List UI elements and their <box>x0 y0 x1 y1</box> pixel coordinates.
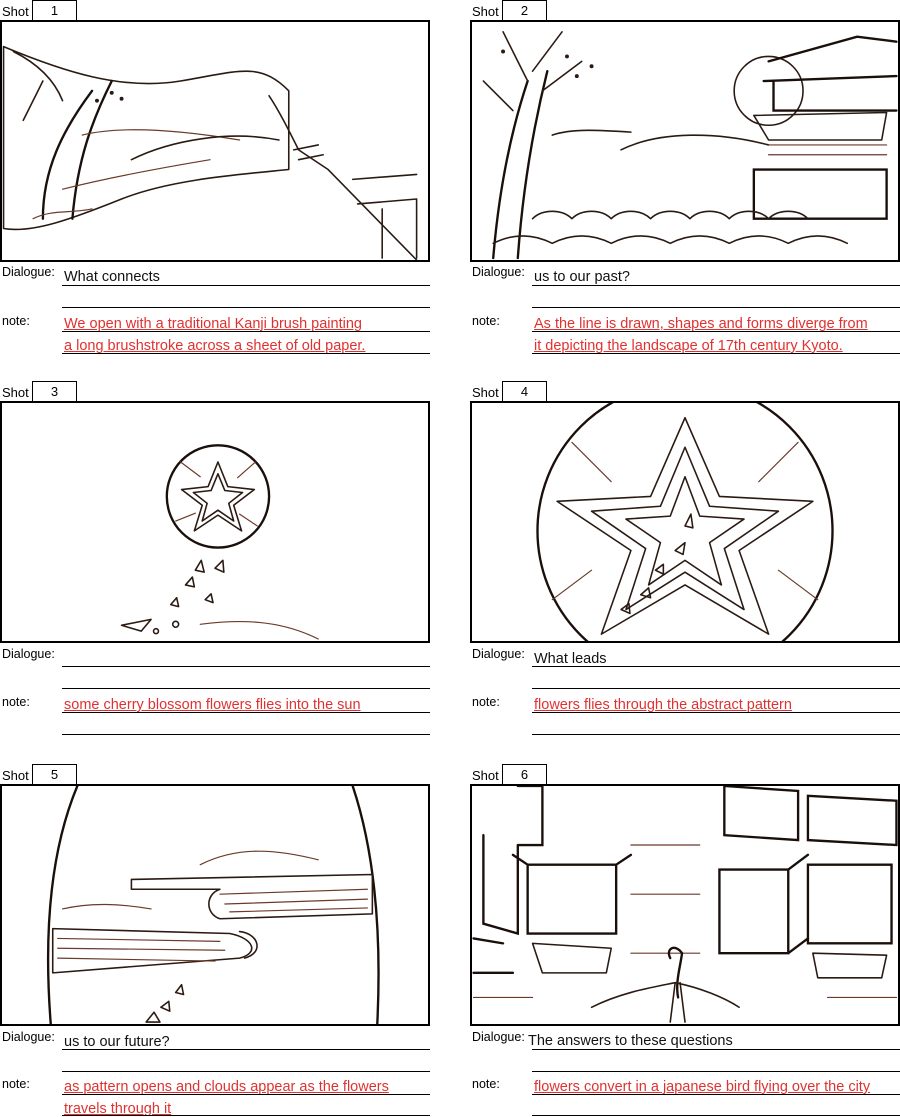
dialogue-line-1: The answers to these questions <box>528 1033 733 1049</box>
note-line-1: We open with a traditional Kanji brush p… <box>64 316 362 332</box>
sketch-frame <box>0 20 430 262</box>
note-label: note: <box>472 695 500 709</box>
sketch-frame <box>0 401 430 643</box>
sketch-frame <box>470 20 900 262</box>
sketch-frame <box>470 784 900 1026</box>
sketch-paper-brushstroke <box>2 45 418 260</box>
sketch-clouds-opening <box>46 786 380 1024</box>
shot-label: Shot <box>2 768 29 783</box>
rule-line <box>532 1049 900 1050</box>
shot-header: Shot 4 <box>470 381 900 401</box>
shot-number: 2 <box>502 0 547 20</box>
shot-label: Shot <box>472 768 499 783</box>
note-line-1: as pattern opens and clouds appear as th… <box>64 1079 389 1095</box>
sketch-frame <box>0 784 430 1026</box>
shot-label: Shot <box>472 4 499 19</box>
shot-header: Shot 1 <box>0 0 430 20</box>
dialogue-line-1: What leads <box>534 651 607 667</box>
rule-line <box>62 688 430 689</box>
shot-header: Shot 5 <box>0 764 430 784</box>
rule-line <box>532 734 900 735</box>
shot-number: 1 <box>32 0 77 20</box>
rule-line <box>62 1049 430 1050</box>
dialogue-label: Dialogue: <box>472 647 525 661</box>
sketch-abstract-star-pattern <box>536 403 834 641</box>
shot-label: Shot <box>472 385 499 400</box>
rule-line <box>532 666 900 667</box>
note-line-1: some cherry blossom flowers flies into t… <box>64 697 361 713</box>
shot-number: 6 <box>502 764 547 784</box>
rule-line <box>62 285 430 286</box>
rule-line <box>62 331 430 332</box>
dialogue-line-1: What connects <box>64 269 160 285</box>
dialogue-label: Dialogue: <box>2 265 55 279</box>
shot-number: 4 <box>502 381 547 401</box>
rule-line <box>62 307 430 308</box>
note-label: note: <box>2 695 30 709</box>
note-line-1: flowers flies through the abstract patte… <box>534 697 792 713</box>
rule-line <box>62 734 430 735</box>
rule-line <box>62 712 430 713</box>
note-line-2: it depicting the landscape of 17th centu… <box>534 338 843 354</box>
sketch-frame <box>470 401 900 643</box>
rule-line <box>532 1094 900 1095</box>
note-label: note: <box>2 1077 30 1091</box>
dialogue-line-1: us to our future? <box>64 1034 170 1050</box>
shot-label: Shot <box>2 4 29 19</box>
rule-line <box>62 1094 430 1095</box>
dialogue-label: Dialogue: <box>2 1030 55 1044</box>
note-label: note: <box>472 1077 500 1091</box>
note-line-2: travels through it <box>64 1101 172 1117</box>
shot-header: Shot 3 <box>0 381 430 401</box>
rule-line <box>532 688 900 689</box>
note-line-1: As the line is drawn, shapes and forms d… <box>534 316 868 332</box>
shot-header: Shot 2 <box>470 0 900 20</box>
shot-number: 5 <box>32 764 77 784</box>
dialogue-label: Dialogue: <box>472 265 525 279</box>
rule-line <box>62 353 430 354</box>
sketch-kyoto-landscape <box>482 31 898 260</box>
rule-line <box>532 307 900 308</box>
rule-line <box>532 285 900 286</box>
rule-line <box>532 331 900 332</box>
note-line-1: flowers convert in a japanese bird flyin… <box>534 1079 871 1095</box>
rule-line <box>62 1071 430 1072</box>
rule-line <box>532 1071 900 1072</box>
rule-line <box>532 712 900 713</box>
note-label: note: <box>2 314 30 328</box>
sketch-city-bird <box>472 786 898 1023</box>
rule-line <box>532 353 900 354</box>
shot-header: Shot 6 <box>470 764 900 784</box>
dialogue-label: Dialogue: <box>2 647 55 661</box>
shot-label: Shot <box>2 385 29 400</box>
dialogue-label: Dialogue: <box>472 1030 525 1044</box>
sketch-sun-with-blossoms <box>120 444 319 640</box>
rule-line <box>62 666 430 667</box>
note-line-2: a long brushstroke across a sheet of old… <box>64 338 366 354</box>
shot-number: 3 <box>32 381 77 401</box>
dialogue-line-1: us to our past? <box>534 269 630 285</box>
note-label: note: <box>472 314 500 328</box>
